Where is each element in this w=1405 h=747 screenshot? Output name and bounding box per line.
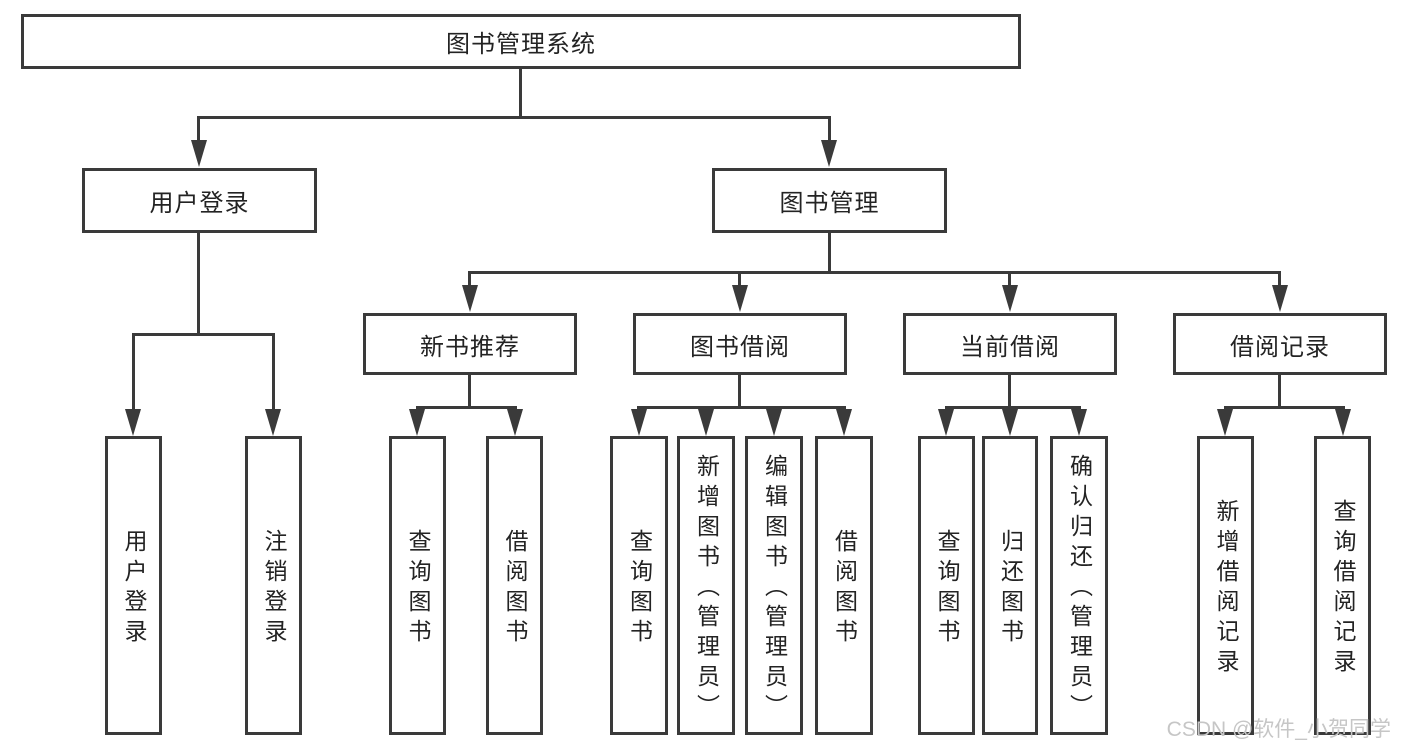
connector-line (197, 231, 200, 335)
arrow-down-icon (1272, 285, 1288, 312)
connector-line (468, 271, 1281, 274)
connector-line (637, 406, 846, 409)
leaf-logout: 注销登录 (245, 436, 302, 735)
node-new-book-recommend: 新书推荐 (363, 313, 577, 375)
arrow-down-icon (732, 285, 748, 312)
leaf-borrow-borrow-books-label: 借阅图书 (831, 528, 858, 649)
connector-line (519, 67, 522, 118)
leaf-current-confirm-return-label: 确认归还（管理员） (1066, 453, 1093, 724)
arrow-down-icon (1217, 409, 1233, 436)
arrow-down-icon (821, 140, 837, 167)
arrow-down-icon (409, 409, 425, 436)
leaf-current-confirm-return: 确认归还（管理员） (1050, 436, 1108, 735)
leaf-current-query-books-label: 查询图书 (934, 528, 960, 649)
node-user-login-label: 用户登录 (149, 190, 250, 217)
node-book-management: 图书管理 (712, 168, 947, 233)
connector-line (468, 271, 471, 286)
arrow-down-icon (631, 409, 647, 436)
arrow-down-icon (938, 409, 954, 436)
connector-line (828, 231, 831, 273)
connector-line (197, 116, 200, 142)
node-current-borrow: 当前借阅 (903, 313, 1117, 375)
leaf-current-return-books: 归还图书 (982, 436, 1038, 735)
node-root: 图书管理系统 (21, 14, 1021, 69)
leaf-borrow-query-books-label: 查询图书 (626, 528, 653, 649)
connector-line (468, 374, 471, 408)
connector-line (945, 406, 1081, 409)
leaf-current-query-books: 查询图书 (918, 436, 975, 735)
leaf-recommend-query-books-label: 查询图书 (405, 528, 431, 649)
arrow-down-icon (698, 409, 714, 436)
node-root-label: 图书管理系统 (446, 31, 596, 58)
leaf-records-add-record-label: 新增借阅记录 (1213, 498, 1239, 679)
leaf-records-add-record: 新增借阅记录 (1197, 436, 1254, 735)
arrow-down-icon (1335, 409, 1351, 436)
connector-line (272, 333, 275, 410)
node-book-management-label: 图书管理 (779, 190, 880, 217)
connector-line (1008, 374, 1011, 408)
connector-line (1278, 271, 1281, 286)
connector-line (132, 333, 135, 410)
node-new-book-recommend-label: 新书推荐 (420, 333, 520, 361)
node-user-login: 用户登录 (82, 168, 317, 233)
node-current-borrow-label: 当前借阅 (960, 333, 1060, 361)
leaf-logout-label: 注销登录 (261, 528, 287, 649)
connector-line (416, 406, 517, 409)
arrow-down-icon (462, 285, 478, 312)
leaf-recommend-borrow-books: 借阅图书 (486, 436, 543, 735)
leaf-borrow-query-books: 查询图书 (610, 436, 668, 735)
leaf-borrow-borrow-books: 借阅图书 (815, 436, 873, 735)
arrow-down-icon (191, 140, 207, 167)
connector-line (197, 116, 831, 119)
connector-line (1278, 374, 1281, 408)
arrow-down-icon (836, 409, 852, 436)
connector-line (738, 374, 741, 408)
leaf-records-query-record-label: 查询借阅记录 (1330, 498, 1356, 679)
connector-line (828, 116, 831, 142)
leaf-records-query-record: 查询借阅记录 (1314, 436, 1371, 735)
arrow-down-icon (1002, 285, 1018, 312)
leaf-borrow-edit-books-label: 编辑图书（管理员） (761, 453, 788, 724)
arrow-down-icon (507, 409, 523, 436)
arrow-down-icon (766, 409, 782, 436)
node-book-borrow: 图书借阅 (633, 313, 847, 375)
leaf-user-login-label: 用户登录 (121, 528, 147, 649)
watermark: CSDN @软件_小贺同学 (1166, 718, 1391, 741)
leaf-recommend-query-books: 查询图书 (389, 436, 446, 735)
connector-line (1224, 406, 1345, 409)
leaf-borrow-add-books-label: 新增图书（管理员） (693, 453, 720, 724)
arrow-down-icon (1071, 409, 1087, 436)
leaf-current-return-books-label: 归还图书 (997, 528, 1024, 649)
leaf-borrow-edit-books: 编辑图书（管理员） (745, 436, 803, 735)
arrow-down-icon (125, 409, 141, 436)
node-borrow-records-label: 借阅记录 (1230, 333, 1330, 361)
connector-line (738, 271, 741, 286)
arrow-down-icon (1002, 409, 1018, 436)
node-borrow-records: 借阅记录 (1173, 313, 1387, 375)
leaf-borrow-add-books: 新增图书（管理员） (677, 436, 735, 735)
leaf-user-login: 用户登录 (105, 436, 162, 735)
connector-line (1008, 271, 1011, 286)
arrow-down-icon (265, 409, 281, 436)
leaf-recommend-borrow-books-label: 借阅图书 (502, 528, 528, 649)
connector-line (132, 333, 274, 336)
node-book-borrow-label: 图书借阅 (690, 333, 790, 361)
